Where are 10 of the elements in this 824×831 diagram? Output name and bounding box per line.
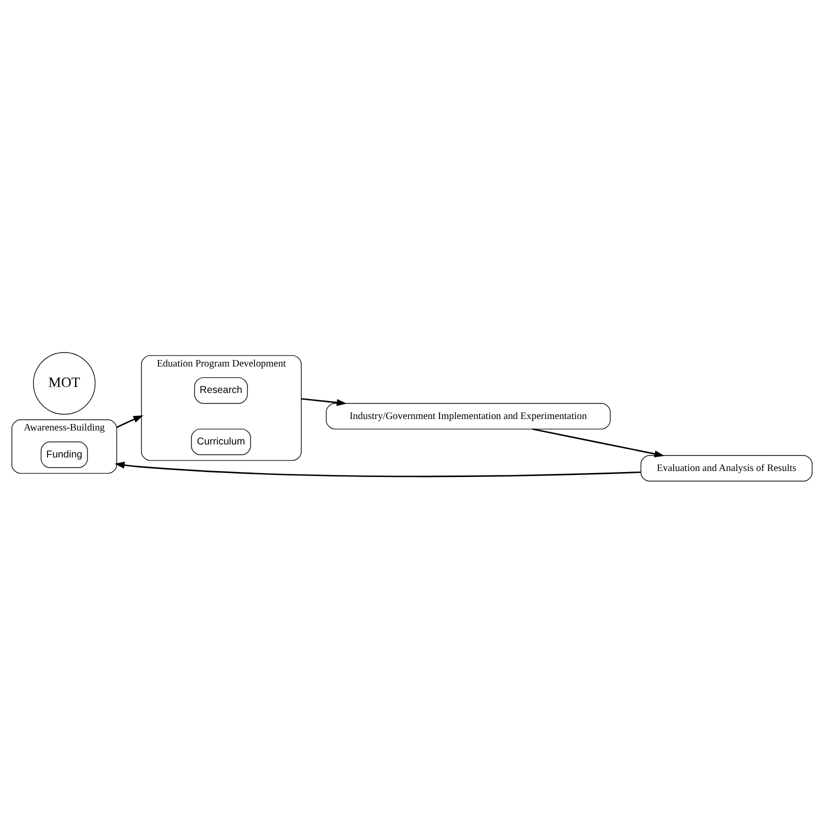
arrow [114,462,641,478]
arrow [301,398,347,406]
node-box: Research [194,377,248,404]
node-box: Evaluation and Analysis of Results [640,455,813,482]
arrow [116,415,144,428]
node-box: Industry/Government Implementation and Experimentation [326,403,611,430]
node-circle: MOT [33,352,96,415]
node-box: Curriculum [191,428,251,456]
node-box: Funding [40,442,88,468]
arrow [532,428,664,458]
